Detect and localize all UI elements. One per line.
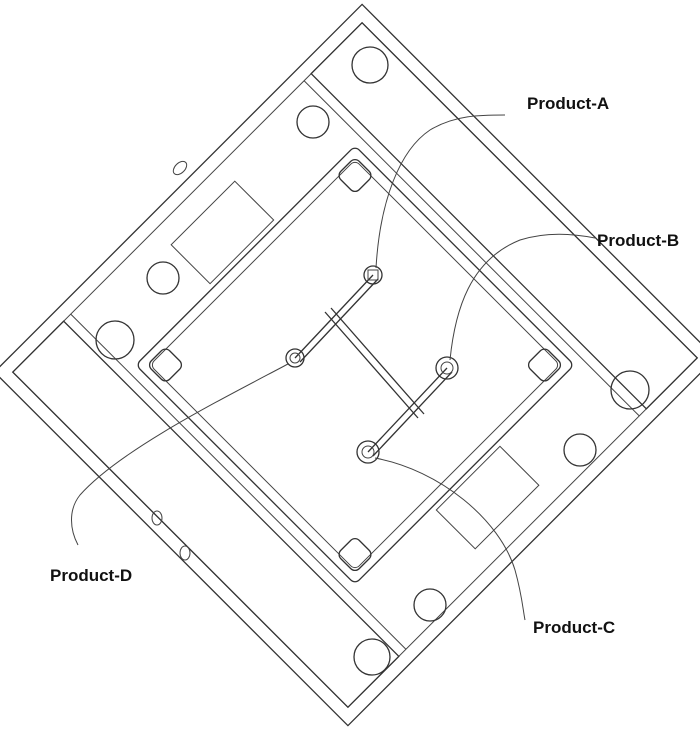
side-block-left xyxy=(170,180,275,285)
product-a-label: Product-A xyxy=(527,94,610,113)
product-c-cavity xyxy=(356,440,380,464)
side-block-right xyxy=(435,445,540,550)
product-a-cavity xyxy=(363,265,383,285)
outer-plate xyxy=(0,3,700,727)
product-d-label: Product-D xyxy=(50,566,133,585)
clamp-rail-top xyxy=(310,21,699,410)
product-c-label: Product-C xyxy=(533,618,616,637)
corner-pocket xyxy=(148,348,183,382)
rail-edge xyxy=(70,313,407,650)
product-cavities xyxy=(285,265,459,464)
guide-holes xyxy=(95,46,650,676)
leader-lines xyxy=(71,114,596,621)
product-d-cavity xyxy=(285,348,305,368)
product-b-cavity xyxy=(435,356,459,380)
mold-base xyxy=(0,3,700,727)
cavity-insert-edge xyxy=(151,161,559,569)
runner-system xyxy=(294,274,453,457)
cavity-insert xyxy=(137,147,573,583)
rail-edge xyxy=(303,80,640,417)
outer-plate-inner-edge xyxy=(12,22,698,708)
corner-pocket xyxy=(338,537,372,572)
product-b-label: Product-B xyxy=(597,231,680,250)
corner-pocket xyxy=(527,348,562,382)
clamp-rail-bottom xyxy=(11,320,400,709)
corner-pocket xyxy=(338,158,372,193)
